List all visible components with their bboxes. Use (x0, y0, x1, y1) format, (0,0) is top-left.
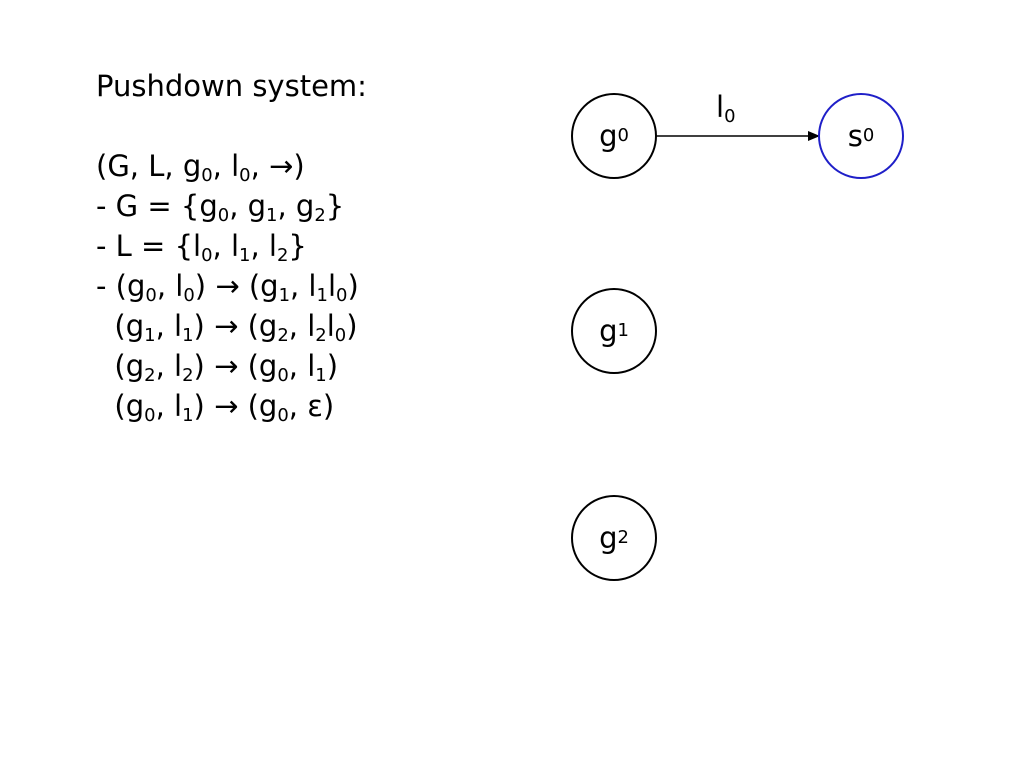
subscript: 0 (145, 285, 157, 307)
subscript: 0 (239, 165, 251, 187)
subscript: 0 (336, 285, 348, 307)
subscript: 2 (276, 245, 289, 267)
subscript: 2 (314, 205, 326, 227)
edge-g0-s0-label: l0 (716, 90, 736, 128)
subscript: 2 (277, 325, 289, 347)
subscript: 0 (217, 205, 230, 227)
subscript: 0 (201, 165, 213, 187)
node-s0-circle (818, 93, 904, 179)
text-run: ) → (g (193, 309, 278, 343)
subscript: 2 (315, 325, 327, 347)
definition-line: - G = {g0, g1, g2} (96, 186, 367, 226)
text-run: , l (288, 349, 316, 383)
text-run: , l (212, 229, 240, 263)
definition-line: (g1, l1) → (g2, l2l0) (96, 306, 367, 346)
text-run: } (325, 189, 345, 223)
text-run: } (288, 229, 307, 263)
subscript: 1 (278, 285, 290, 307)
subscript: 0 (277, 405, 289, 427)
subscript: 2 (182, 365, 194, 387)
definition-line: (G, L, g0, l0, →) (96, 146, 367, 186)
node-g1-circle (571, 288, 657, 374)
text-run: l (327, 269, 336, 303)
text-run: - (g (96, 269, 146, 303)
definition-text: Pushdown system: (G, L, g0, l0, →)- G = … (96, 66, 367, 426)
definition-lines: (G, L, g0, l0, →)- G = {g0, g1, g2}- L =… (96, 146, 367, 426)
text-run: , l (155, 389, 183, 423)
subscript: 1 (316, 285, 328, 307)
text-run: ) → (g (194, 269, 279, 303)
text-run: , →) (250, 149, 305, 183)
text-run: , l (290, 269, 317, 303)
subscript: 0 (334, 325, 347, 347)
text-run: ) (346, 309, 358, 343)
definition-line: (g0, l1) → (g0, ε) (96, 386, 367, 426)
text-run: l (326, 309, 335, 343)
text-run: (g (96, 389, 145, 423)
text-run: (g (96, 309, 145, 343)
subscript: 0 (144, 405, 156, 427)
text-run: , l (155, 309, 183, 343)
subscript: 1 (182, 405, 194, 427)
text-run: - L = {l (96, 229, 202, 263)
subscript: 1 (315, 365, 327, 387)
node-g2-circle (571, 495, 657, 581)
text-run: , g (277, 189, 315, 223)
text-run: (g (96, 349, 145, 383)
subscript: 2 (144, 365, 156, 387)
text-run: , g (229, 189, 267, 223)
text-run: , ε) (288, 389, 335, 423)
text-run: , l (155, 349, 183, 383)
definition-line: - L = {l0, l1, l2} (96, 226, 367, 266)
subscript: 1 (266, 205, 278, 227)
subscript: 0 (277, 365, 289, 387)
subscript: 1 (182, 325, 194, 347)
text-run: ) (347, 269, 359, 303)
definition-line: (g2, l2) → (g0, l1) (96, 346, 367, 386)
text-run: ) (326, 349, 339, 383)
subscript: 0 (201, 245, 213, 267)
text-run: - G = {g (96, 189, 218, 223)
text-run: , l (288, 309, 316, 343)
subscript: 0 (183, 285, 195, 307)
text-run: (G, L, g (96, 149, 202, 183)
text-run: , l (250, 229, 277, 263)
text-run: , l (156, 269, 184, 303)
text-run: ) → (g (193, 349, 278, 383)
text-run: ) → (g (193, 389, 278, 423)
subscript: 1 (239, 245, 251, 267)
definition-line: - (g0, l0) → (g1, l1l0) (96, 266, 367, 306)
subscript: 1 (144, 325, 156, 347)
definition-title: Pushdown system: (96, 69, 367, 103)
node-g0-circle (571, 93, 657, 179)
text-run: , l (212, 149, 240, 183)
